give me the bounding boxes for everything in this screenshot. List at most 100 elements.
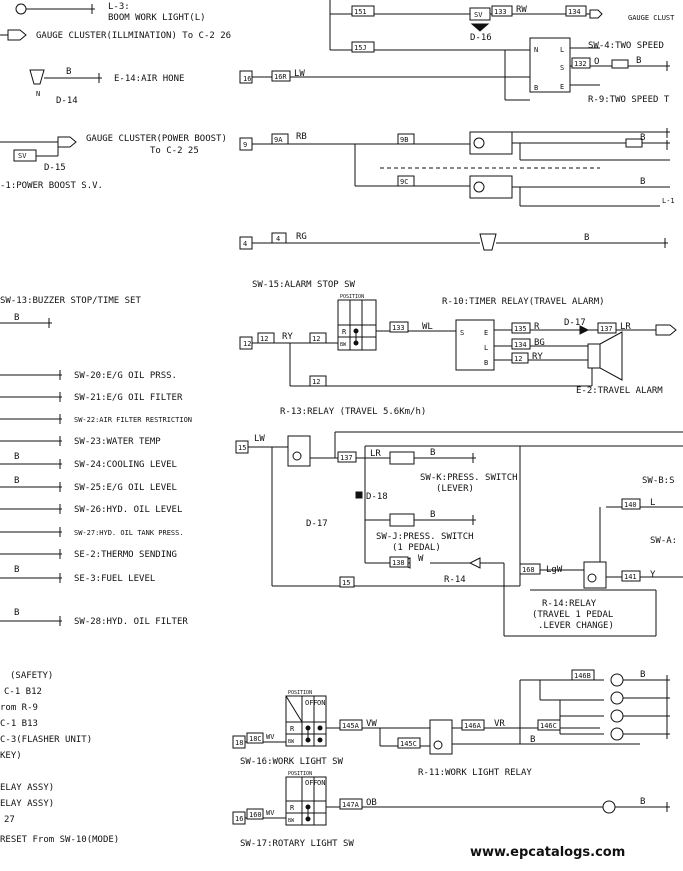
w15j-text: 15J <box>354 44 367 52</box>
w9c-tag <box>397 175 415 187</box>
r10-pin-e: E <box>484 329 488 337</box>
sw17-off: OFF <box>305 779 318 787</box>
l3-label: L-3: <box>108 2 130 12</box>
sw15-pin-bw: BW <box>340 342 347 348</box>
r14-label: R-14:RELAY <box>542 599 597 609</box>
swk-wire-b: B <box>430 448 435 458</box>
note-c1b12: C-1 B12 <box>4 687 42 697</box>
w9c-text: 9C <box>400 178 408 186</box>
sw4-label: SW-4:TWO SPEED <box>588 41 664 51</box>
wv2-text: WV <box>266 809 275 817</box>
sw25-label: SW-25:E/G OIL LEVEL <box>74 483 177 493</box>
air-horn-wire: B <box>66 67 71 77</box>
w134-tag <box>565 5 587 17</box>
w12c-tag <box>511 352 529 364</box>
d18-diode <box>355 491 363 499</box>
r14a-label: R-14 <box>444 575 466 585</box>
sw13-wire <box>0 318 52 328</box>
air-horn-symbol <box>29 69 102 85</box>
sv-d16-text: SV <box>474 11 483 19</box>
r9-pin-s: S <box>560 64 564 72</box>
w168-text: 168 <box>522 566 535 574</box>
w12-tag-a-text: 12 <box>260 335 268 343</box>
l3-name: BOOM WORK LIGHT(L) <box>108 13 206 23</box>
sw16-position: POSITION <box>288 690 312 696</box>
bg-text: BG <box>534 338 545 348</box>
w151-tag <box>351 5 375 17</box>
w12d-text: 12 <box>312 378 320 386</box>
r9-label: R-9:TWO SPEED T <box>588 95 670 105</box>
gauge-boost-to: To C-2 25 <box>150 146 199 156</box>
note-reset: RESET From SW-10(MODE) <box>0 835 119 845</box>
w138-tag <box>389 556 409 568</box>
w146c-text: 146C <box>540 722 557 730</box>
lw-text: LW <box>294 69 305 79</box>
r14-sub1: (TRAVEL 1 PEDAL <box>532 610 613 620</box>
r10-label: R-10:TIMER RELAY(TRAVEL ALARM) <box>442 297 605 307</box>
w134-text: 134 <box>568 8 581 16</box>
w146b-tag <box>571 669 595 681</box>
note-from-r9: rom R-9 <box>0 703 38 713</box>
sw16-pin-r: R <box>290 725 295 733</box>
w9-text: 9 <box>243 141 247 149</box>
d14-label: D-14 <box>56 96 78 106</box>
w4-tag-text: 4 <box>276 235 280 243</box>
d16-label: D-16 <box>470 33 492 43</box>
w132-tag <box>571 57 591 69</box>
vw-text: VW <box>366 719 377 729</box>
w16r-tag <box>271 70 291 82</box>
watermark: www.epcatalogs.com <box>470 845 625 860</box>
d17a-label: D-17 <box>564 318 586 328</box>
gauge-boost-label: GAUGE CLUSTER(POWER BOOST) <box>86 134 227 144</box>
sw28-wire: B <box>14 608 19 618</box>
w18-text: 18 <box>235 739 243 747</box>
note-key: KEY) <box>0 751 22 761</box>
r9-pin-n: N <box>534 46 538 54</box>
rw-text: RW <box>516 5 527 15</box>
se3-label: SE-3:FUEL LEVEL <box>74 574 155 584</box>
sw24-wire: B <box>14 452 19 462</box>
w145c-text: 145C <box>400 740 417 748</box>
w18c-tag <box>246 732 264 744</box>
sw16-switch-table <box>285 695 327 747</box>
rotary-light-wiring <box>232 800 670 825</box>
rotary-wire-b: B <box>640 797 645 807</box>
gauge-clust-label: GAUGE CLUST <box>628 14 675 22</box>
w15b-text: 15 <box>342 579 350 587</box>
lgw-text: LgW <box>546 565 563 575</box>
se2-label: SE-2:THERMO SENDING <box>74 550 177 560</box>
w146c-tag <box>537 719 561 731</box>
swj-label: SW-J:PRESS. SWITCH <box>376 532 474 542</box>
w132-text: 132 <box>574 60 587 68</box>
sw16-label: SW-16:WORK LIGHT SW <box>240 757 344 767</box>
w15j-tag <box>351 41 375 53</box>
sw16-pin-bw: BW <box>288 739 295 745</box>
sv-boost-text: SV <box>18 152 27 160</box>
sw17-on: ON <box>317 779 325 787</box>
gauge-illum-label: GAUGE CLUSTER(ILLMINATION) To C-2 26 <box>36 31 231 41</box>
w145a-text: 145A <box>342 722 360 730</box>
sw4-wire-b: B <box>636 56 641 66</box>
wv-text: WV <box>266 733 275 741</box>
w16-text: 16 <box>243 75 251 83</box>
w12-tag-b <box>309 332 327 344</box>
sw21-label: SW-21:E/G OIL FILTER <box>74 393 183 403</box>
y-text: Y <box>650 570 656 580</box>
w168-tag <box>519 563 541 575</box>
wire4-line <box>239 233 668 251</box>
r-text: R <box>534 322 540 332</box>
r9-pin-e: E <box>560 83 564 91</box>
sw17-pin-r: R <box>290 804 295 812</box>
r11-label: R-11:WORK LIGHT RELAY <box>418 768 532 778</box>
w15-text: 15 <box>238 444 246 452</box>
wl-text: WL <box>422 322 433 332</box>
w12-text: 12 <box>243 340 251 348</box>
w141-tag <box>621 570 641 582</box>
lamp-wire-b2: B <box>640 670 645 680</box>
sw17-switch-table <box>285 776 327 826</box>
sw17-label: SW-17:ROTARY LIGHT SW <box>240 839 354 849</box>
w137b-tag <box>337 451 357 463</box>
w134b-text: 134 <box>514 341 527 349</box>
